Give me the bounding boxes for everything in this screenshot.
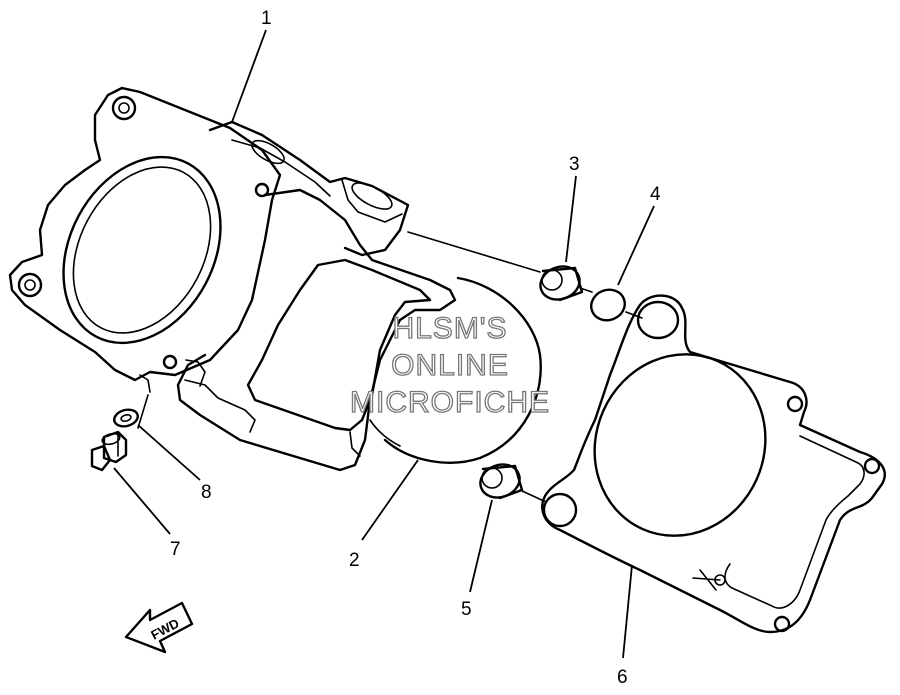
dowel-pin-3[interactable] — [536, 261, 585, 305]
watermark-line-3: MICROFICHE — [350, 386, 550, 419]
piston-outline[interactable] — [369, 276, 542, 464]
callout-4: 4 — [650, 184, 661, 205]
callout-6: 6 — [617, 667, 628, 688]
washer[interactable] — [112, 407, 139, 429]
watermark-line-2: ONLINE — [391, 349, 509, 382]
fwd-arrow-icon: FWD — [124, 601, 194, 654]
callout-2: 2 — [349, 550, 360, 571]
bolt[interactable] — [90, 430, 128, 472]
o-ring[interactable] — [587, 285, 629, 325]
watermark: HLSM'S ONLINE MICROFICHE — [349, 311, 550, 419]
callout-3: 3 — [569, 154, 580, 175]
callout-8: 8 — [201, 482, 212, 503]
callout-leaders — [113, 29, 655, 659]
cylinder-gasket[interactable] — [541, 294, 886, 634]
callout-7: 7 — [170, 539, 181, 560]
dowel-pin-5[interactable] — [476, 459, 525, 503]
callout-5: 5 — [461, 599, 472, 620]
cylinder-part[interactable] — [8, 86, 457, 472]
callout-1: 1 — [261, 8, 272, 29]
watermark-line-1: HLSM'S — [392, 312, 507, 345]
alignment-lines — [137, 231, 643, 503]
